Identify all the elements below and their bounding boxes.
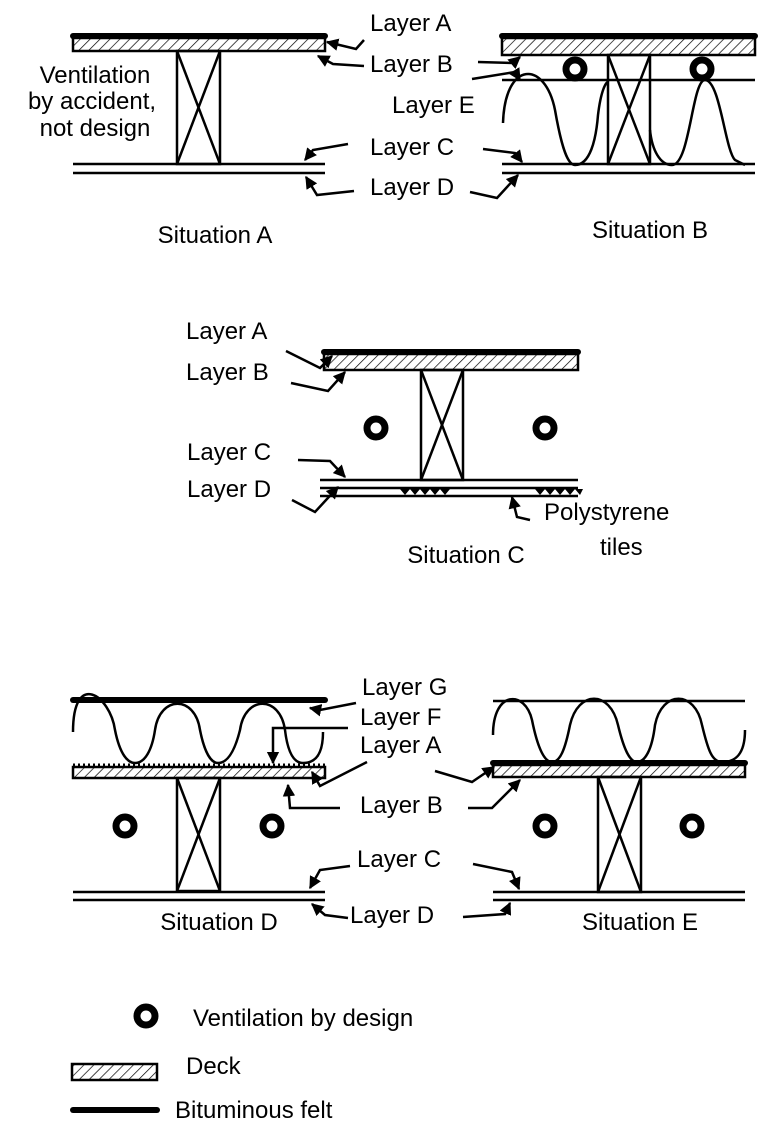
arrow-layer-d-left [304,175,355,197]
joist [596,775,643,894]
label-layer-c: Layer C [187,439,271,466]
label-layer-g: Layer G [362,674,447,701]
arrow-layer-d-right [462,901,512,919]
arrow-layer-b [290,371,346,393]
situation-b-title: Situation B [592,217,708,244]
arrow-layer-d-left [311,903,349,920]
deck-hatch-icon [70,1062,159,1082]
label-layer-a: Layer A [370,10,451,37]
insulation-wave [71,692,325,765]
deck [71,765,327,780]
note-line-3: not design [40,115,151,142]
arrow-layer-d [291,486,339,514]
ventilation-ring-icon [112,813,138,839]
arrow-layer-b-left [316,54,365,68]
legend-felt-label: Bituminous felt [175,1097,333,1124]
situation-e-title: Situation E [582,909,698,936]
arrow-layer-c-left [308,864,351,890]
deck [71,36,327,53]
arrow-layer-c-right [482,147,523,163]
ventilation-ring-icon [532,813,558,839]
note-line-1: Ventilation [40,62,151,89]
arrow-layer-a [285,349,333,370]
situation-e: Situation E [490,697,748,936]
label-layer-b: Layer B [370,51,453,78]
label-layer-d: Layer D [187,476,271,503]
ventilation-ring-icon [562,56,588,82]
arrow-tiles [508,495,531,522]
insulation-wave [491,697,747,764]
arrow-layer-a-right [434,765,496,784]
ventilation-ring-icon [133,1003,159,1029]
joist [606,53,652,166]
arrow-layer-b-right [468,779,521,810]
label-tiles-line-2: tiles [600,534,643,561]
legend-deck-label: Deck [186,1053,242,1080]
arrow-layer-c-right [472,862,521,891]
situation-a: Ventilation by accident, not design Situ… [28,33,328,249]
situation-c: Layer A Layer B Layer C Layer D Polystyr… [186,318,669,569]
joist [175,49,222,166]
arrow-layer-b-right [477,56,521,70]
label-layer-a: Layer A [360,732,441,759]
note-line-2: by accident, [28,88,156,115]
joist [175,776,222,893]
polystyrene-tiles [400,489,583,495]
legend: Ventilation by design Deck Bituminous fe… [70,1003,413,1124]
deck [491,763,747,779]
ventilation-ring-icon [689,56,715,82]
label-layer-b: Layer B [186,359,269,386]
arrow-layer-e [471,67,522,82]
legend-ventilation-label: Ventilation by design [193,1005,413,1032]
situation-b: Situation B [499,33,758,244]
arrow-layer-a-left [310,760,368,788]
insulation-wave [648,78,746,167]
ventilation-ring-icon [259,813,285,839]
arrow-layer-g [308,701,357,717]
situation-d: Situation D [70,692,328,936]
arrow-layer-d-right [469,174,519,200]
ventilation-ring-icon [532,415,558,441]
deck [322,352,580,372]
situation-a-title: Situation A [158,222,273,249]
arrow-layer-b-left [282,783,340,810]
insulation-wave [501,72,609,167]
label-layer-a: Layer A [186,318,267,345]
label-layer-e: Layer E [392,92,475,119]
arrow-layer-a-left [325,38,365,51]
label-layer-c: Layer C [370,134,454,161]
label-layer-d: Layer D [350,902,434,929]
label-tiles-line-1: Polystyrene [544,499,669,526]
label-layer-c: Layer C [357,846,441,873]
ventilation-ring-icon [679,813,705,839]
label-layer-d: Layer D [370,174,454,201]
joist [419,368,465,482]
situation-d-title: Situation D [160,909,277,936]
deck [500,36,757,57]
label-layer-b: Layer B [360,792,443,819]
ventilation-ring-icon [363,415,389,441]
arrow-layer-f [266,726,348,765]
arrow-layer-c-left [304,142,349,161]
situation-c-title: Situation C [407,542,524,569]
label-layer-f: Layer F [360,704,441,731]
arrow-layer-c [297,458,346,478]
